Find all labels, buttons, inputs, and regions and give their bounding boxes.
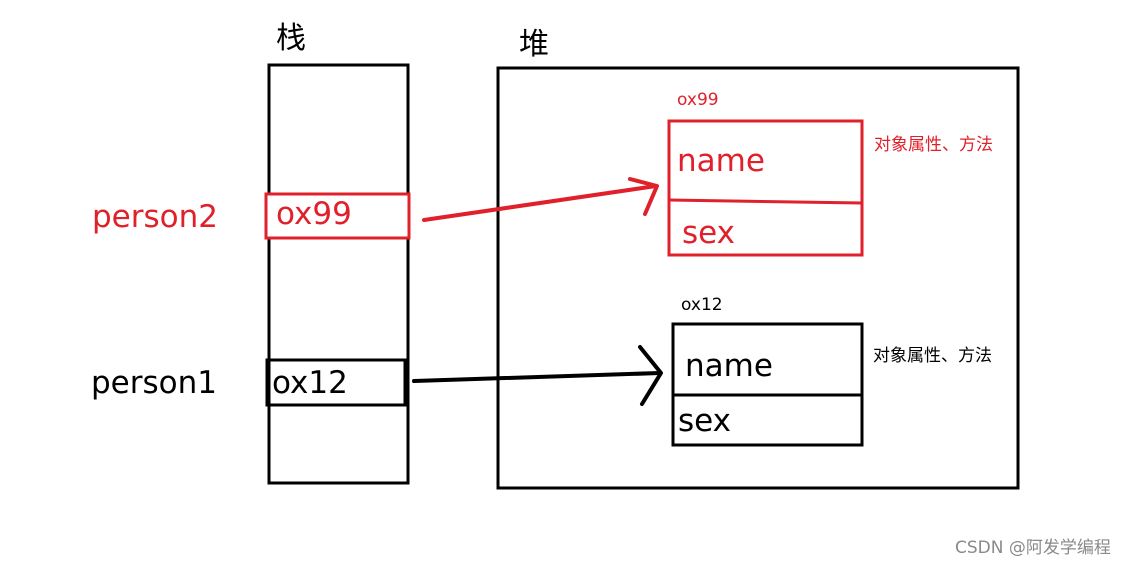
variable-person2: person2 [92, 199, 218, 235]
heap-object-ox99 [667, 119, 864, 257]
heap-box [496, 66, 1020, 490]
watermark: CSDN @阿发学编程 [955, 538, 1111, 558]
heap-object-ox12-field-sex: sex [678, 403, 732, 439]
heap-object-ox99-field-name: name [677, 143, 765, 179]
heap-object-ox99-address: ox99 [677, 90, 719, 110]
heap-title: 堆 [519, 27, 549, 62]
variable-person1: person1 [91, 365, 217, 401]
stack-title: 栈 [276, 21, 306, 56]
stack-slot-ox99 [264, 192, 411, 240]
heap-object-ox99-field-sex: sex [682, 215, 736, 251]
stack-slot-ox12-text: ox12 [272, 365, 348, 401]
heap-object-ox99-divider [668, 198, 863, 205]
heap-object-ox12-address: ox12 [681, 295, 723, 315]
heap-object-ox12-note: 对象属性、方法 [873, 346, 992, 366]
heap-object-ox99-note: 对象属性、方法 [874, 135, 993, 155]
heap-object-ox12 [671, 322, 864, 447]
heap-object-ox12-field-name: name [685, 348, 773, 384]
stack-box [267, 63, 410, 485]
arrow-person1-to-ox12 [412, 345, 663, 406]
stack-slot-ox99-text: ox99 [276, 196, 352, 232]
stack-slot-ox12 [265, 358, 407, 407]
arrow-person2-to-ox99 [422, 177, 659, 222]
